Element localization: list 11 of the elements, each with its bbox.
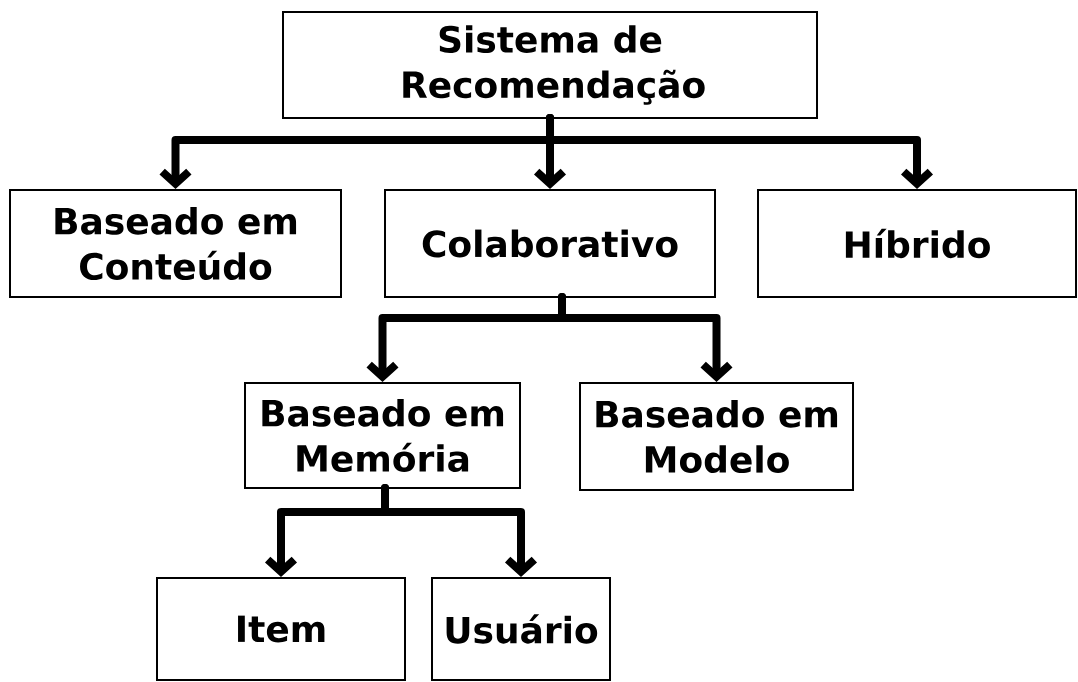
category-box: Item (156, 577, 406, 681)
arrow (381, 484, 537, 577)
category-box: Baseado em Conteúdo (9, 189, 342, 298)
category-box: Baseado em Memória (244, 382, 521, 489)
category-box: Usuário (431, 577, 611, 681)
arrow (558, 293, 733, 382)
category-box: Híbrido (757, 189, 1077, 298)
category-box: Sistema de Recomendação (282, 11, 818, 119)
arrow (546, 114, 933, 189)
category-box: Baseado em Modelo (579, 382, 854, 491)
category-box: Colaborativo (384, 189, 716, 298)
